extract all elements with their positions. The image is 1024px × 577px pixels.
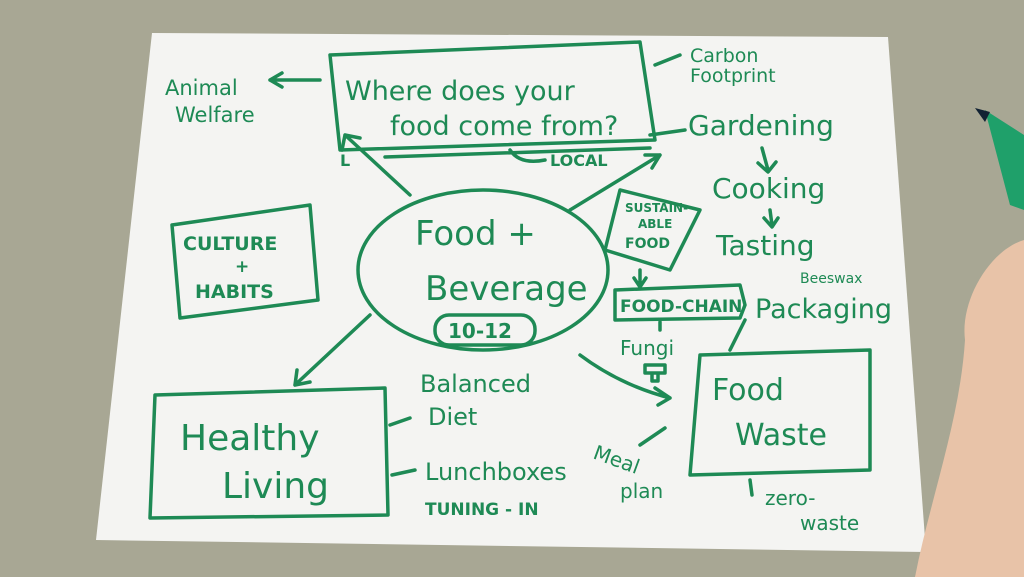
food-chain: FOOD-CHAIN: [620, 297, 742, 317]
fungi: Fungi: [620, 336, 674, 360]
animal-welfare-line2: Welfare: [175, 103, 255, 127]
beeswax: Beeswax: [800, 271, 862, 287]
connector-packaging: [728, 318, 747, 352]
connector-local: [508, 148, 547, 163]
top-box: [328, 40, 657, 152]
tuning-in: TUNING - IN: [425, 500, 539, 520]
carbon-footprint-line2: Footprint: [690, 65, 776, 87]
cooking: Cooking: [712, 172, 825, 205]
connector-healthy: [388, 416, 417, 477]
balanced-diet-line1: Balanced: [420, 370, 531, 398]
food-chain-box: [613, 283, 747, 322]
marker-pen-icon: [975, 108, 1024, 210]
grade-badge: 10-12: [448, 319, 512, 343]
lunchboxes: Lunchboxes: [425, 458, 567, 486]
healthy-living-line2: Living: [222, 466, 329, 507]
meal-plan-line2: plan: [620, 479, 663, 503]
arrow-to-cooking: [756, 146, 778, 174]
top-question-line1: Where does your: [345, 76, 576, 107]
mushroom-icon: [643, 363, 667, 383]
connector-zero-waste: [748, 478, 754, 497]
hand: [915, 240, 1024, 577]
arrow-to-food-chain: [632, 268, 648, 289]
healthy-living-line1: Healthy: [180, 418, 320, 459]
center-ellipse: [356, 188, 610, 352]
sustainable-line2: ABLE: [638, 217, 672, 231]
food-waste-line1: Food: [712, 373, 784, 408]
sustainable-line3: FOOD: [625, 236, 670, 252]
animal-welfare-line1: Animal: [165, 76, 238, 100]
balanced-diet-line2: Diet: [428, 403, 477, 431]
arrow-to-animal: [268, 71, 322, 89]
sustainable-box: [603, 188, 702, 272]
culture-line2: +: [235, 257, 249, 277]
arrow-to-waste: [578, 353, 672, 407]
top-question-line2: food come from?: [390, 111, 618, 142]
center-title-line2: Beverage: [425, 269, 588, 309]
packaging: Packaging: [755, 294, 892, 325]
food-waste-box: [688, 348, 872, 477]
sustainable-line1: SUSTAIN-: [625, 201, 688, 215]
underline-stroke: [383, 146, 652, 159]
connector-gardening: [648, 128, 687, 137]
zero-waste-line2: waste: [800, 511, 859, 535]
connector-meal-plan: [638, 426, 667, 447]
healthy-box: [148, 386, 390, 520]
zero-waste-line1: zero-: [765, 486, 815, 510]
center-title-line1: Food +: [415, 214, 536, 254]
culture-line3: HABITS: [195, 281, 274, 303]
tasting: Tasting: [715, 229, 815, 262]
connector-carbon: [653, 53, 682, 67]
gardening: Gardening: [688, 109, 834, 142]
arrow-to-tasting: [762, 208, 780, 229]
l-label: L: [340, 151, 350, 170]
arrow-to-gardening: [568, 153, 662, 212]
arrow-to-top: [340, 133, 412, 197]
arrow-to-healthy: [293, 313, 372, 387]
grade-badge-outline: [433, 313, 537, 347]
local-label: LOCAL: [550, 151, 608, 170]
paper-sheet: [96, 33, 926, 552]
food-waste-line2: Waste: [735, 418, 827, 453]
carbon-footprint-line1: Carbon: [690, 45, 758, 67]
culture-box: [170, 203, 320, 320]
culture-line1: CULTURE: [183, 233, 277, 255]
